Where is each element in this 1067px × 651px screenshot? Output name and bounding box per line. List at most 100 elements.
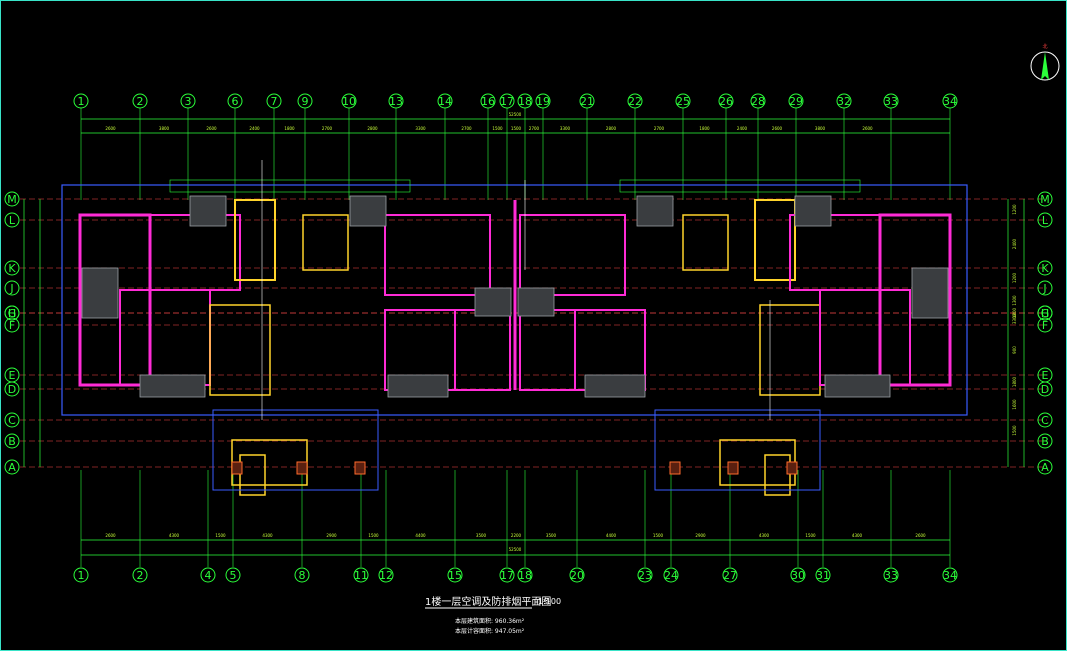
grid-bubble-top-circle-14	[437, 93, 453, 109]
grid-bubble-bottom-circle-23	[637, 567, 653, 583]
bottom-dim-1: 4300	[169, 533, 180, 538]
grid-bubble-left-D: D	[8, 383, 16, 396]
grid-bubble-right-circle-C	[1037, 412, 1053, 428]
grid-bubble-left-E: E	[9, 369, 16, 382]
grid-bubble-bottom-circle-33	[883, 567, 899, 583]
hatch-marker-0	[231, 461, 243, 475]
grid-bubble-bottom-17: 17	[500, 569, 514, 582]
grid-bubble-left-circle-A	[4, 459, 20, 475]
grid-bubble-bottom-circle-24	[663, 567, 679, 583]
grid-bubble-bottom-34: 34	[943, 569, 957, 582]
grid-bubble-top-14: 14	[438, 95, 452, 108]
grid-bubble-left-circle-C	[4, 412, 20, 428]
top-dim-1: 3800	[159, 126, 170, 131]
grid-bubble-top-circle-16	[480, 93, 496, 109]
grid-bubble-right-K: K	[1041, 262, 1049, 275]
grid-bubble-top-9: 9	[302, 95, 309, 108]
grid-bubble-bottom-15: 15	[448, 569, 462, 582]
grid-bubble-left-L: L	[9, 214, 16, 227]
grid-bubble-right-circle-L	[1037, 212, 1053, 228]
grid-bubble-top-circle-21	[579, 93, 595, 109]
grid-bubble-bottom-27: 27	[723, 569, 737, 582]
grid-bubble-left-circle-D	[4, 381, 20, 397]
grid-bubble-right-D: D	[1041, 383, 1049, 396]
shaft-5	[636, 195, 674, 227]
grid-bubble-right-circle-D	[1037, 381, 1053, 397]
grid-bubble-left-F: F	[9, 319, 15, 332]
grid-bubble-top-circle-3	[180, 93, 196, 109]
top-dim-4: 1800	[284, 126, 295, 131]
grid-bubble-top-2: 2	[137, 95, 144, 108]
top-dim-17: 2600	[772, 126, 783, 131]
wall-left-living	[119, 289, 211, 386]
grid-bubble-bottom-circle-12	[378, 567, 394, 583]
top-dim-13: 2800	[606, 126, 617, 131]
ramp-outline-right	[654, 409, 821, 491]
shaft-0	[81, 267, 119, 319]
grid-bubble-right-circle-G	[1037, 305, 1053, 321]
grid-bubble-left-C: C	[8, 414, 16, 427]
right-dim-1: 2400	[1012, 238, 1017, 249]
drawing-scale: 1:100	[538, 597, 561, 606]
right-dim-0: 1200	[1012, 204, 1017, 215]
wall-left-unit-1	[78, 213, 152, 387]
shaft-2	[349, 195, 387, 227]
shaft-11	[824, 374, 891, 398]
grid-bubble-right-circle-K	[1037, 260, 1053, 276]
grid-bubble-top-circle-22	[627, 93, 643, 109]
wall-left-core	[209, 304, 271, 396]
grid-bubble-top-1: 1	[78, 95, 85, 108]
right-dim-4: 1800	[1012, 307, 1017, 318]
grid-bubble-bottom-circle-15	[447, 567, 463, 583]
grid-bubble-left-circle-J	[4, 280, 20, 296]
grid-bubble-bottom-circle-17	[499, 567, 515, 583]
balcony-top-left	[169, 179, 411, 193]
grid-bubble-top-21: 21	[580, 95, 594, 108]
shaft-4	[517, 287, 555, 317]
overall-dim-bottom: 52500	[509, 547, 522, 552]
stair-right	[682, 214, 729, 271]
grid-bubble-left-circle-F	[4, 317, 20, 333]
porch-step-right	[764, 454, 791, 496]
right-dim-3: 1300	[1012, 295, 1017, 306]
bottom-dim-14: 1500	[805, 533, 816, 538]
grid-bubble-left-K: K	[8, 262, 16, 275]
outline-envelope	[61, 184, 968, 416]
grid-bubble-bottom-11: 11	[354, 569, 368, 582]
grid-bubble-right-circle-B	[1037, 433, 1053, 449]
grid-bubble-left-H: H	[8, 307, 16, 320]
grid-bubble-right-H: H	[1041, 307, 1049, 320]
grid-bubble-top-34: 34	[943, 95, 957, 108]
shaft-8	[139, 374, 206, 398]
grid-bubble-top-22: 22	[628, 95, 642, 108]
bottom-dim-13: 4300	[759, 533, 770, 538]
grid-bubble-left-circle-B	[4, 433, 20, 449]
shaft-9	[387, 374, 449, 398]
grid-bubble-top-circle-7	[266, 93, 282, 109]
grid-bubble-bottom-33: 33	[884, 569, 898, 582]
grid-bubble-top-circle-33	[883, 93, 899, 109]
grid-bubble-right-J: J	[1042, 282, 1046, 295]
grid-bubble-bottom-circle-27	[722, 567, 738, 583]
bottom-dim-4: 2900	[326, 533, 337, 538]
wall-right-living	[819, 289, 911, 386]
right-dim-9: 1500	[1012, 425, 1017, 436]
grid-bubble-top-circle-26	[718, 93, 734, 109]
grid-bubble-bottom-4: 4	[205, 569, 212, 582]
grid-bubble-bottom-20: 20	[570, 569, 584, 582]
stair-left	[302, 214, 349, 271]
grid-bubble-right-L: L	[1042, 214, 1049, 227]
grid-bubble-bottom-circle-20	[569, 567, 585, 583]
wall-right-core	[759, 304, 821, 396]
grid-bubble-top-circle-19	[535, 93, 551, 109]
area-note-2: 本层计容面积: 947.05m²	[455, 627, 525, 635]
grid-bubble-right-M: M	[1040, 193, 1050, 206]
grid-bubble-bottom-circle-18	[517, 567, 533, 583]
bottom-dim-0: 2600	[105, 533, 116, 538]
grid-bubble-bottom-circle-11	[353, 567, 369, 583]
wall-right-unit-1	[878, 213, 952, 387]
top-dim-2: 2600	[206, 126, 217, 131]
grid-bubble-top-13: 13	[389, 95, 403, 108]
